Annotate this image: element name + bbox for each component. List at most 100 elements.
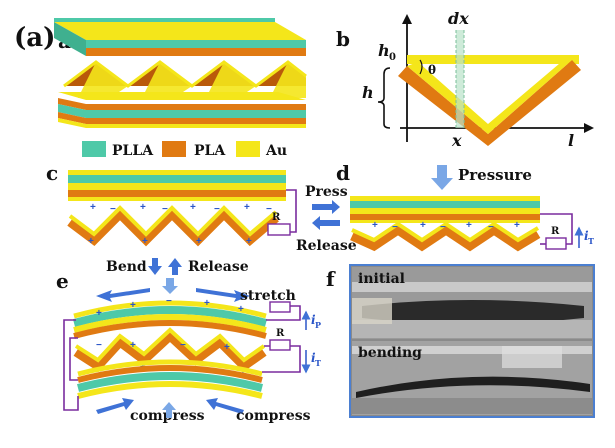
press-label: Press [305,184,348,200]
compress-right-label: compress [236,408,311,424]
e-current-p-label: i [311,313,316,327]
panel-c-label: c [46,161,58,185]
d-wire [540,213,573,245]
bottom-plate-plla [58,104,306,118]
bend-release: Bend Release [106,258,249,275]
svg-text:−: − [180,340,186,351]
panel-b: b dx h 0 h θ x l [336,9,594,150]
d-zigzag-pla [350,224,541,252]
panel-e-label: e [56,269,69,293]
svg-text:−: − [110,204,116,215]
panel-d: d Pressure +− +− +− + R i T [336,161,594,252]
e-current-t-label: i [311,351,316,365]
photo-initial-label: initial [358,271,405,287]
e-bot-au2 [77,381,263,399]
svg-text:+: + [130,300,136,311]
e-resistor-bot-label: R [276,328,285,339]
pressure-label: Pressure [458,166,532,184]
h-label: h [362,83,374,102]
e-bot-au [77,359,263,377]
stretch-label: stretch [240,288,296,304]
zigzag-pyramids [63,60,307,98]
h0-sub: 0 [389,52,396,63]
release-top-label: Release [188,259,249,275]
h0-label: h [378,41,390,60]
svg-text:−: − [96,340,102,351]
c-zigzag-pla [67,207,279,247]
svg-text:−: − [266,204,272,215]
e-top-arrow [162,278,178,294]
figure-label: (a) [14,23,55,53]
bottom-plate-pla [58,98,306,110]
bottom-plate-au-low [58,118,306,128]
e-bot-plla [76,372,264,392]
top-plate-plla-top [54,18,275,22]
theta-label: θ [428,63,436,77]
svg-text:+: + [90,202,96,213]
svg-text:+: + [466,220,472,231]
svg-text:+: + [224,342,230,353]
svg-text:−: − [392,222,398,233]
e-wire-mid [69,337,78,381]
e-resistor-bot [269,339,291,351]
svg-text:+: + [514,220,520,231]
legend-swatch-plla [82,141,106,157]
c-resistor-label: R [272,212,281,223]
svg-text:+: + [204,298,210,309]
panel-a: a [54,18,307,128]
e-left-arrow [96,288,150,302]
l-label: l [568,131,574,150]
svg-text:+: + [190,202,196,213]
legend-label-pla: PLA [194,143,226,159]
c-zigzag-au [68,205,278,237]
panel-b-label: b [336,27,350,51]
panel-f-label: f [326,267,336,291]
compress-left-arrow [96,398,134,414]
bottom-plate-au [58,92,306,100]
press-release: Press Release [296,184,357,254]
bottom-plate-pla-low [58,112,306,124]
bend-label: Bend [106,259,147,275]
panel-d-label: d [336,161,350,185]
svg-text:+: + [246,236,252,247]
compress-mid-arrow [162,402,176,418]
compress-right-arrow [206,398,244,414]
d-current-label: i [584,229,589,243]
svg-text:−: − [162,204,168,215]
e-resistor-top [269,301,291,313]
svg-text:+: + [238,304,244,315]
e-bot-pla [77,365,263,383]
e-top-au2 [73,314,267,333]
svg-text:+: + [130,340,136,351]
svg-text:−: − [440,222,446,233]
v-pla [398,60,581,146]
svg-text:+: + [244,202,250,213]
svg-text:−: − [214,204,220,215]
legend-swatch-pla [162,141,186,157]
legend-label-au: Au [265,143,287,159]
d-resistor-label: R [551,226,560,237]
top-bar [407,55,579,64]
x-label: x [451,131,462,150]
svg-text:+: + [372,220,378,231]
e-top-pla [73,320,267,339]
e-current-p-sub: P [315,320,321,330]
d-current-sub: T [588,236,594,246]
top-plate-plla [86,40,306,48]
e-zigzag-au [74,327,266,363]
top-plate-au [54,22,306,40]
legend: PLLA PLA Au [82,141,287,159]
h-brace [377,67,391,129]
e-zigzag-pla [73,329,267,372]
e-wire-left [63,319,79,411]
e-wire-right-top [266,305,301,321]
bend-arrow [148,258,162,275]
dx-strip [456,30,464,128]
legend-label-plla: PLLA [112,143,154,159]
c-resistor [267,223,291,236]
panel-f: f initial bending [326,264,595,418]
top-plate-pla [86,48,306,56]
svg-text:+: + [88,236,94,247]
release-label: Release [296,238,357,254]
